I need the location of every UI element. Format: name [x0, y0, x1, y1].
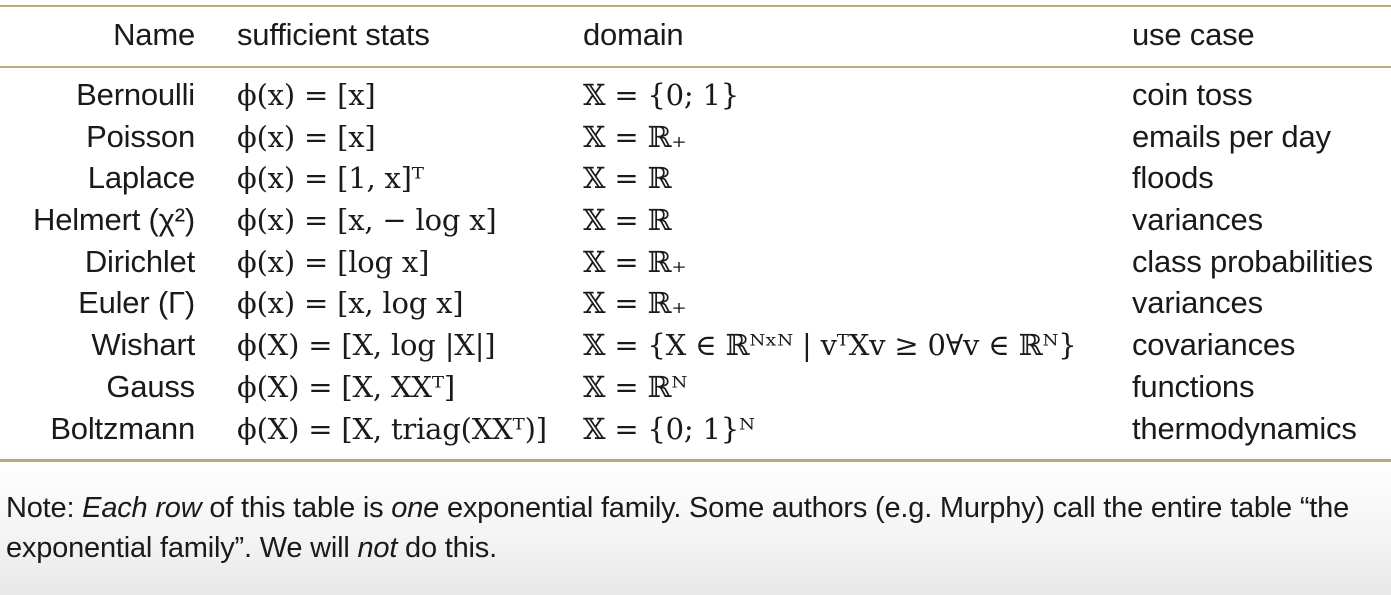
- table-row: Poisson ϕ(x) = [x] 𝕏 = ℝ₊ emails per day: [0, 119, 1391, 155]
- row-domain: 𝕏 = {X ∈ ℝᴺˣᴺ | vᵀXv ≥ 0∀v ∈ ℝᴺ}: [583, 328, 1077, 362]
- note-emphasis: one: [391, 492, 440, 524]
- table-row: Helmert (χ²) ϕ(x) = [x, − log x] 𝕏 = ℝ v…: [0, 202, 1391, 238]
- row-sufficient-stats: ϕ(x) = [1, x]ᵀ: [237, 161, 424, 195]
- table-row: Bernoulli ϕ(x) = [x] 𝕏 = {0; 1} coin tos…: [0, 77, 1391, 113]
- table-bottom-rule: [0, 459, 1391, 462]
- note-text: of this table is: [201, 492, 392, 524]
- table-header-rule: [0, 66, 1391, 68]
- table-row: Wishart ϕ(X) = [X, log |X|] 𝕏 = {X ∈ ℝᴺˣ…: [0, 327, 1391, 363]
- row-name: Laplace: [87, 160, 195, 195]
- row-sufficient-stats: ϕ(x) = [x]: [237, 120, 376, 154]
- header-domain: domain: [583, 17, 684, 52]
- row-sufficient-stats: ϕ(X) = [X, log |X|]: [237, 328, 496, 362]
- header-use-case: use case: [1132, 17, 1255, 52]
- note-emphasis: Each row: [82, 492, 202, 524]
- row-sufficient-stats: ϕ(x) = [x, log x]: [237, 286, 464, 320]
- table-row: Dirichlet ϕ(x) = [log x] 𝕏 = ℝ₊ class pr…: [0, 244, 1391, 280]
- table-top-rule: [0, 5, 1391, 7]
- row-domain: 𝕏 = ℝ₊: [583, 245, 687, 279]
- table-row: Gauss ϕ(X) = [X, XXᵀ] 𝕏 = ℝᴺ functions: [0, 369, 1391, 405]
- row-name: Dirichlet: [84, 244, 195, 279]
- row-sufficient-stats: ϕ(x) = [x, − log x]: [237, 203, 497, 237]
- footnote: Note: Each row of this table is one expo…: [6, 488, 1376, 568]
- row-use-case: covariances: [1132, 327, 1296, 362]
- table-row: Boltzmann ϕ(X) = [X, triag(XXᵀ)] 𝕏 = {0;…: [0, 411, 1391, 447]
- row-use-case: floods: [1132, 160, 1214, 195]
- row-use-case: thermodynamics: [1132, 411, 1357, 446]
- note-text: exponential family. Some authors (e.g. M…: [6, 492, 1349, 564]
- row-domain: 𝕏 = ℝ: [583, 203, 672, 237]
- header-sufficient-stats: sufficient stats: [237, 17, 430, 52]
- note-emphasis: not: [357, 532, 398, 564]
- row-name: Gauss: [106, 369, 195, 404]
- row-domain: 𝕏 = ℝ: [583, 161, 672, 195]
- note-background: [0, 462, 1391, 595]
- row-use-case: variances: [1132, 202, 1263, 237]
- table-row: Laplace ϕ(x) = [1, x]ᵀ 𝕏 = ℝ floods: [0, 160, 1391, 196]
- row-domain: 𝕏 = {0; 1}ᴺ: [583, 412, 755, 446]
- row-sufficient-stats: ϕ(X) = [X, triag(XXᵀ)]: [237, 412, 547, 446]
- row-name: Poisson: [86, 119, 195, 154]
- row-name: Euler (Γ): [78, 285, 195, 320]
- note-text: do this.: [397, 532, 497, 564]
- row-domain: 𝕏 = {0; 1}: [583, 78, 740, 112]
- row-domain: 𝕏 = ℝ₊: [583, 120, 687, 154]
- table-header-row: Name sufficient stats domain use case: [0, 17, 1391, 53]
- row-name: Boltzmann: [50, 411, 195, 446]
- row-use-case: functions: [1132, 369, 1255, 404]
- row-use-case: coin toss: [1132, 77, 1253, 112]
- table-row: Euler (Γ) ϕ(x) = [x, log x] 𝕏 = ℝ₊ varia…: [0, 285, 1391, 321]
- note-text: Note:: [6, 492, 83, 524]
- row-use-case: emails per day: [1132, 119, 1331, 154]
- row-name: Bernoulli: [76, 77, 195, 112]
- row-sufficient-stats: ϕ(x) = [log x]: [237, 245, 430, 279]
- row-use-case: variances: [1132, 285, 1263, 320]
- row-name: Helmert (χ²): [33, 202, 195, 237]
- row-sufficient-stats: ϕ(x) = [x]: [237, 78, 376, 112]
- row-name: Wishart: [91, 327, 195, 362]
- row-sufficient-stats: ϕ(X) = [X, XXᵀ]: [237, 370, 455, 404]
- row-use-case: class probabilities: [1132, 244, 1373, 279]
- header-name: Name: [113, 17, 195, 52]
- row-domain: 𝕏 = ℝ₊: [583, 286, 687, 320]
- row-domain: 𝕏 = ℝᴺ: [583, 370, 688, 404]
